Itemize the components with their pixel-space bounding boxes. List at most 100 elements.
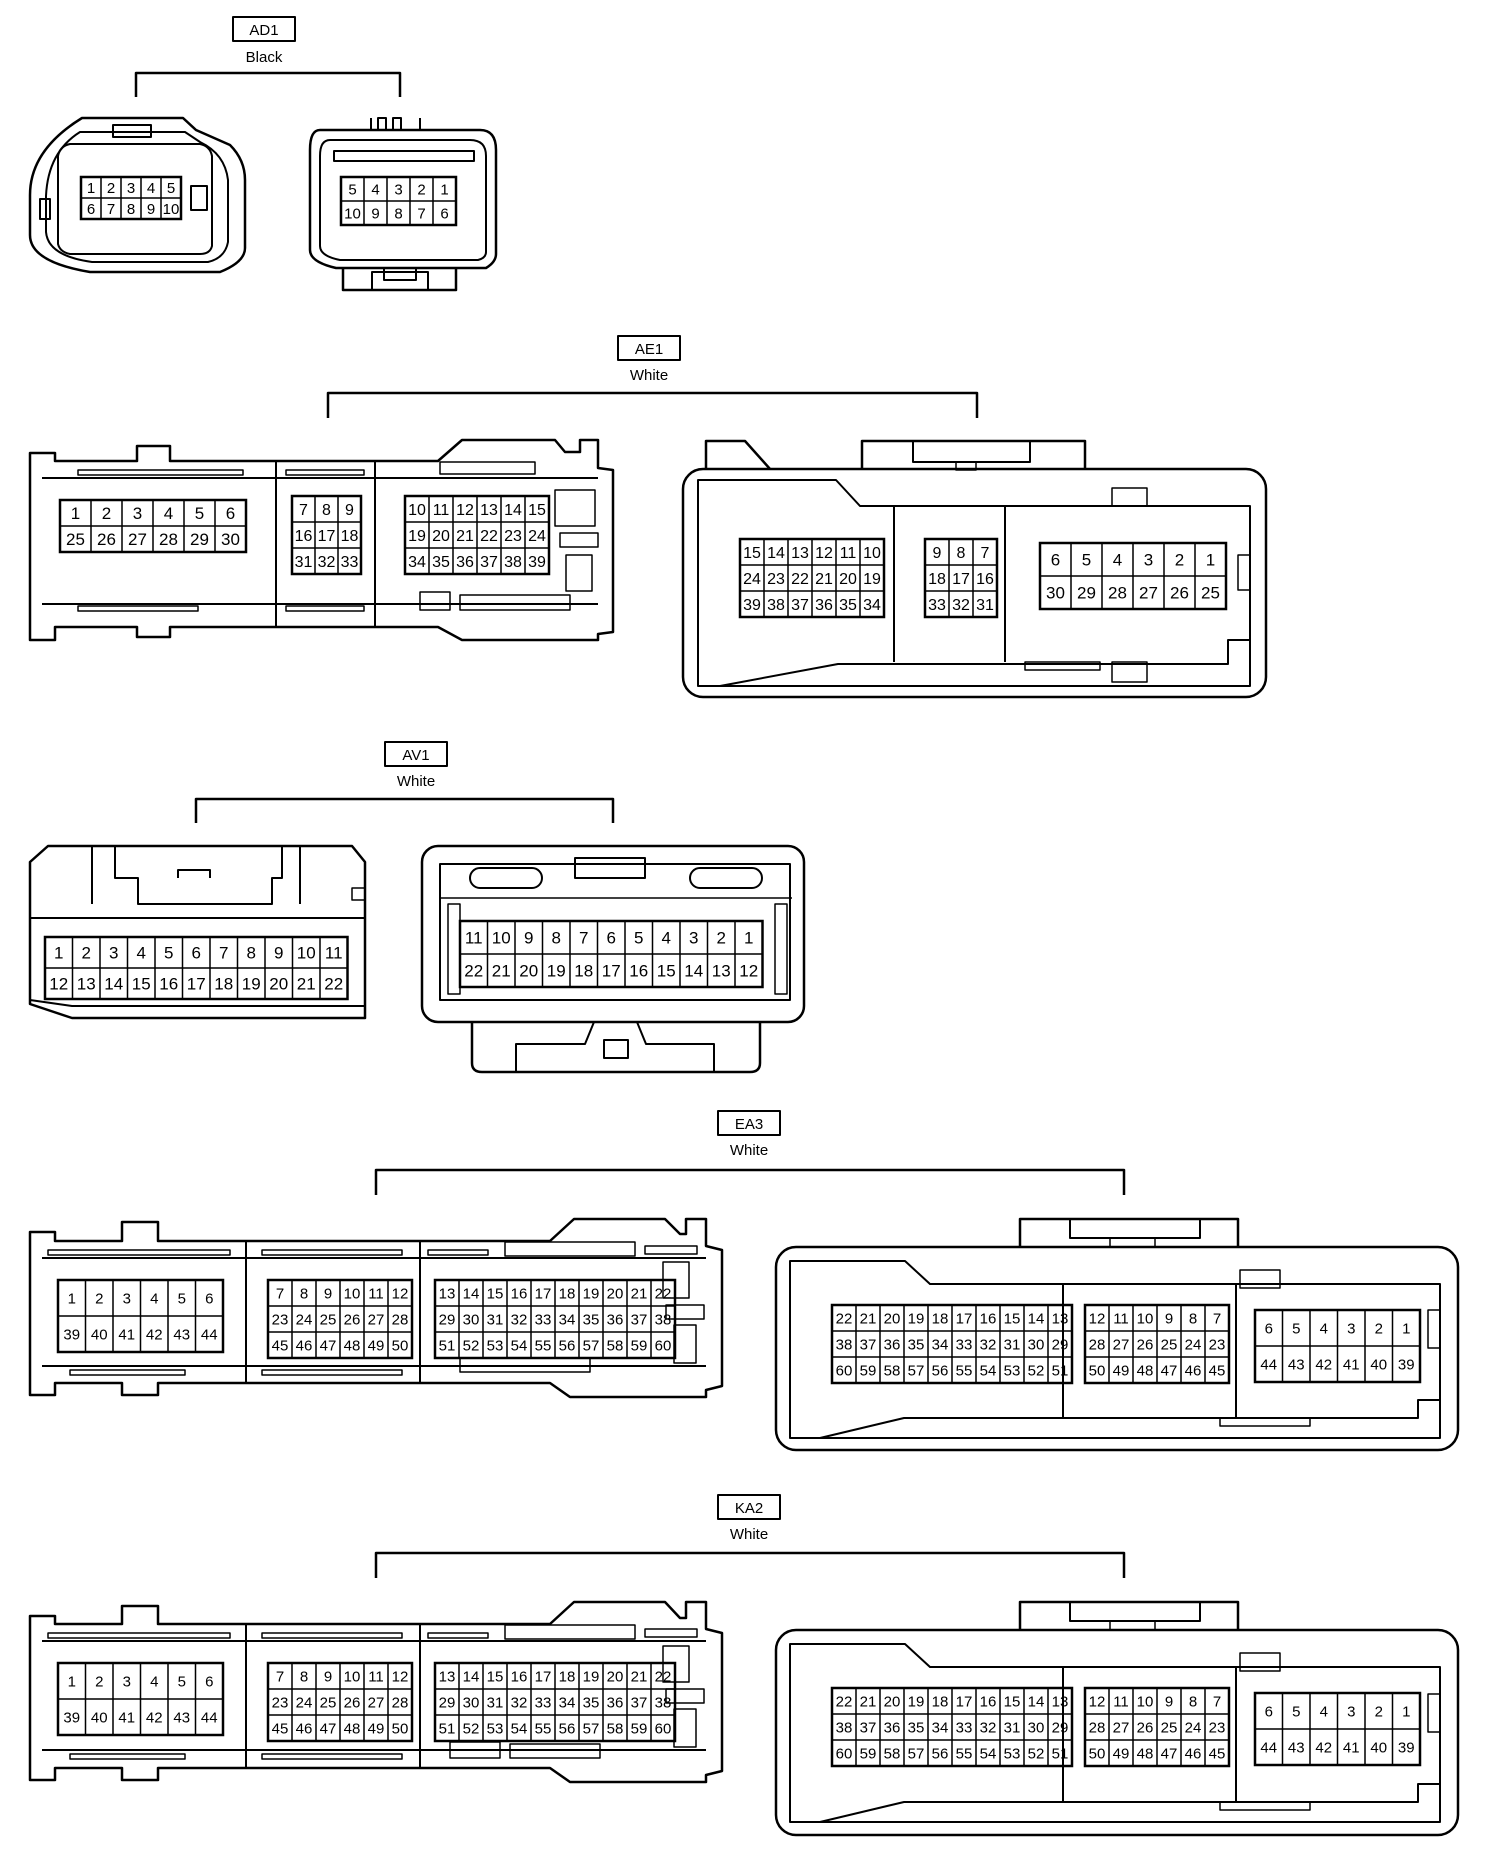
pin-number: 11 — [1113, 1310, 1129, 1327]
pin-number: 28 — [1089, 1719, 1106, 1736]
pin-number: 29 — [1052, 1336, 1069, 1353]
pin-cell — [1194, 575, 1227, 610]
pin-number: 56 — [932, 1745, 949, 1762]
pin-number: 46 — [296, 1720, 313, 1737]
pin-number: 31 — [295, 554, 313, 571]
pin-number: 19 — [908, 1310, 925, 1327]
pin-number: 47 — [1161, 1362, 1178, 1379]
pin-number: 17 — [602, 962, 621, 981]
pin-number: 30 — [463, 1311, 480, 1328]
pin-number: 42 — [1315, 1739, 1332, 1756]
pin-number: 34 — [559, 1694, 576, 1711]
pin-number: 52 — [1028, 1745, 1045, 1762]
pin-number: 35 — [432, 554, 450, 571]
pin-number: 15 — [487, 1285, 504, 1302]
pin-number: 11 — [368, 1285, 384, 1302]
pin-number: 29 — [439, 1694, 456, 1711]
pin-cell — [1391, 1728, 1421, 1766]
pin-number: 10 — [163, 201, 180, 218]
ad1-housing-right — [308, 117, 498, 292]
pin-number: 60 — [655, 1720, 672, 1737]
ea3-group: EA3 White — [28, 1110, 1460, 1452]
pin-number: 21 — [631, 1668, 648, 1685]
pin-number: 42 — [1315, 1356, 1332, 1373]
ad1-group: AD1 Black — [28, 16, 498, 292]
pin-number: 7 — [276, 1285, 284, 1302]
pin-number: 57 — [583, 1720, 600, 1737]
pin-number: 50 — [392, 1337, 409, 1354]
pin-number: 24 — [296, 1694, 313, 1711]
pin-number: 41 — [1343, 1356, 1360, 1373]
pin-number: 9 — [1165, 1693, 1173, 1710]
pin-number: 3 — [133, 504, 142, 523]
pin-number: 22 — [655, 1285, 672, 1302]
pin-number: 12 — [456, 502, 474, 519]
pin-number: 51 — [439, 1337, 456, 1354]
pin-number: 9 — [324, 1668, 332, 1685]
pin-cell — [524, 547, 550, 575]
pin-number: 33 — [341, 554, 359, 571]
pin-number: 20 — [269, 975, 288, 994]
pin-number: 28 — [392, 1311, 409, 1328]
pin-number: 3 — [127, 180, 135, 197]
pin-number: 6 — [87, 201, 95, 218]
pin-number: 4 — [137, 944, 146, 963]
pin-number: 56 — [932, 1362, 949, 1379]
pin-number: 44 — [201, 1326, 218, 1343]
pin-cell — [337, 547, 362, 575]
pin-number: 45 — [1209, 1745, 1226, 1762]
pin-number: 7 — [417, 205, 425, 222]
pin-number: 35 — [583, 1694, 600, 1711]
pin-number: 27 — [1113, 1719, 1130, 1736]
pin-number: 16 — [980, 1693, 997, 1710]
pin-number: 49 — [1113, 1745, 1130, 1762]
pin-number: 41 — [1343, 1739, 1360, 1756]
pin-number: 18 — [928, 571, 946, 588]
pin-number: 2 — [95, 1673, 103, 1690]
pin-number: 24 — [296, 1311, 313, 1328]
pin-number: 4 — [1320, 1320, 1328, 1337]
pin-number: 28 — [1089, 1336, 1106, 1353]
pin-number: 3 — [109, 944, 118, 963]
pin-number: 21 — [297, 975, 316, 994]
pin-number: 2 — [1375, 1703, 1383, 1720]
pin-number: 17 — [318, 528, 336, 545]
pin-number: 3 — [123, 1290, 131, 1307]
pin-number: 25 — [320, 1694, 337, 1711]
pin-number: 23 — [1209, 1336, 1226, 1353]
ea3-housing-right — [774, 1217, 1460, 1452]
ka2-housing-right — [774, 1600, 1460, 1837]
pin-number: 8 — [552, 929, 561, 948]
pin-number: 34 — [932, 1719, 949, 1736]
pin-number: 10 — [297, 944, 316, 963]
pin-number: 32 — [511, 1311, 528, 1328]
pin-number: 56 — [559, 1720, 576, 1737]
pin-number: 46 — [1185, 1362, 1202, 1379]
pin-number: 28 — [159, 530, 178, 549]
pin-number: 55 — [956, 1745, 973, 1762]
pin-number: 12 — [1089, 1310, 1106, 1327]
pin-number: 6 — [1051, 551, 1060, 570]
pin-number: 33 — [535, 1694, 552, 1711]
pin-number: 13 — [439, 1285, 456, 1302]
pin-number: 39 — [528, 554, 546, 571]
pin-number: 10 — [1137, 1693, 1154, 1710]
pin-number: 7 — [1213, 1693, 1221, 1710]
pin-number: 38 — [504, 554, 522, 571]
pin-number: 20 — [884, 1693, 901, 1710]
ae1-housing-right — [681, 439, 1268, 699]
pin-number: 14 — [1028, 1693, 1045, 1710]
pin-number: 55 — [956, 1362, 973, 1379]
pin-number: 4 — [1113, 551, 1122, 570]
ad1-color: Black — [246, 49, 283, 66]
pin-number: 37 — [631, 1694, 648, 1711]
pin-number: 26 — [344, 1694, 361, 1711]
